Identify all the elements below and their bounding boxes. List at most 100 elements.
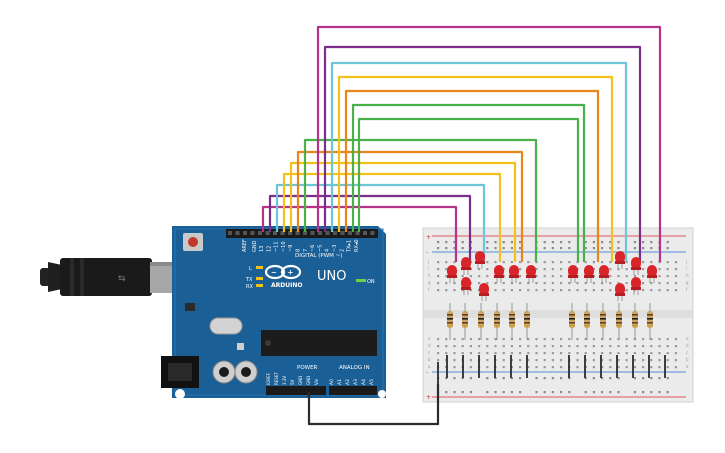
rail-hole xyxy=(666,241,669,244)
bb-hole xyxy=(494,352,497,355)
analog-pin-label: A1 xyxy=(337,379,343,385)
bb-hole xyxy=(445,345,448,348)
rail-hole xyxy=(617,377,620,380)
led xyxy=(447,265,457,283)
bb-hole xyxy=(633,359,636,362)
row-letter-right: g xyxy=(686,280,689,285)
bb-hole xyxy=(445,289,448,292)
bb-hole xyxy=(625,275,628,278)
bb-hole xyxy=(502,338,505,341)
bb-hole xyxy=(502,352,505,355)
bb-hole xyxy=(519,289,522,292)
resistor xyxy=(632,303,638,340)
bb-hole xyxy=(502,345,505,348)
header-socket xyxy=(333,231,337,235)
rail-hole xyxy=(658,377,661,380)
pin-label: 4 xyxy=(325,249,331,252)
rail-hole xyxy=(650,247,653,250)
header-socket xyxy=(363,231,367,235)
resistor xyxy=(600,303,606,340)
rail-hole xyxy=(453,241,456,244)
wire-pin6 xyxy=(316,25,662,262)
bb-hole xyxy=(560,275,563,278)
led xyxy=(647,265,657,283)
bb-hole xyxy=(551,352,554,355)
bb-hole xyxy=(642,282,645,285)
row-letter-right: e xyxy=(686,336,689,341)
resistor xyxy=(494,303,500,340)
bb-hole xyxy=(584,352,587,355)
pin-label: ~11 xyxy=(274,241,280,252)
rail-hole xyxy=(633,241,636,244)
rail-hole xyxy=(543,241,546,244)
reset-button[interactable] xyxy=(183,233,203,251)
bb-hole xyxy=(642,289,645,292)
bb-hole xyxy=(494,282,497,285)
bb-hole xyxy=(519,282,522,285)
tx-label: TX xyxy=(245,277,253,283)
bb-hole xyxy=(642,275,645,278)
bb-hole xyxy=(658,345,661,348)
rail-hole xyxy=(617,241,620,244)
bb-hole xyxy=(502,261,505,264)
rail-plus-top: + xyxy=(426,234,431,241)
rail-hole xyxy=(617,391,620,394)
rail-hole xyxy=(502,247,505,250)
bb-hole xyxy=(617,352,620,355)
rail-hole xyxy=(568,377,571,380)
bb-hole xyxy=(674,338,677,341)
bb-hole xyxy=(625,282,628,285)
bb-hole xyxy=(601,366,604,369)
bb-hole xyxy=(674,268,677,271)
resistor xyxy=(509,303,515,340)
bb-hole xyxy=(535,268,538,271)
svg-text:+: + xyxy=(288,269,294,277)
bb-hole xyxy=(592,338,595,341)
bb-hole xyxy=(486,345,489,348)
row-letter-left: j xyxy=(427,259,429,264)
bb-hole xyxy=(601,352,604,355)
bb-hole xyxy=(543,352,546,355)
rail-hole xyxy=(486,391,489,394)
bb-hole xyxy=(609,282,612,285)
usb-cable: ⇆ xyxy=(40,258,178,296)
ground-jumpers xyxy=(437,355,666,384)
rail-hole xyxy=(642,241,645,244)
rail-hole xyxy=(502,391,505,394)
rail-hole xyxy=(510,241,513,244)
bb-hole xyxy=(650,345,653,348)
pin-label: ~10 xyxy=(281,241,287,252)
bb-hole xyxy=(469,352,472,355)
rail-hole xyxy=(445,391,448,394)
rail-hole xyxy=(543,377,546,380)
rail-hole xyxy=(453,377,456,380)
led-array xyxy=(447,251,657,301)
header-socket xyxy=(235,231,240,235)
bb-hole xyxy=(551,359,554,362)
resistor xyxy=(478,303,484,340)
led xyxy=(461,257,471,275)
bb-hole xyxy=(445,261,448,264)
bb-hole xyxy=(674,352,677,355)
bb-hole xyxy=(658,366,661,369)
rail-hole xyxy=(601,391,604,394)
bb-hole xyxy=(642,359,645,362)
bb-hole xyxy=(469,289,472,292)
bb-hole xyxy=(437,359,440,362)
bb-hole xyxy=(486,352,489,355)
bb-hole xyxy=(461,352,464,355)
pin-label: TX▸1 xyxy=(347,240,353,253)
rail-hole xyxy=(461,377,464,380)
bb-hole xyxy=(478,338,481,341)
rail-hole xyxy=(592,241,595,244)
header-socket xyxy=(355,231,360,235)
led xyxy=(509,265,519,283)
bb-hole xyxy=(592,359,595,362)
rail-hole xyxy=(633,247,636,250)
bb-hole xyxy=(642,338,645,341)
bb-hole xyxy=(568,282,571,285)
resistor xyxy=(447,303,453,340)
bb-hole xyxy=(625,338,628,341)
bb-hole xyxy=(543,366,546,369)
